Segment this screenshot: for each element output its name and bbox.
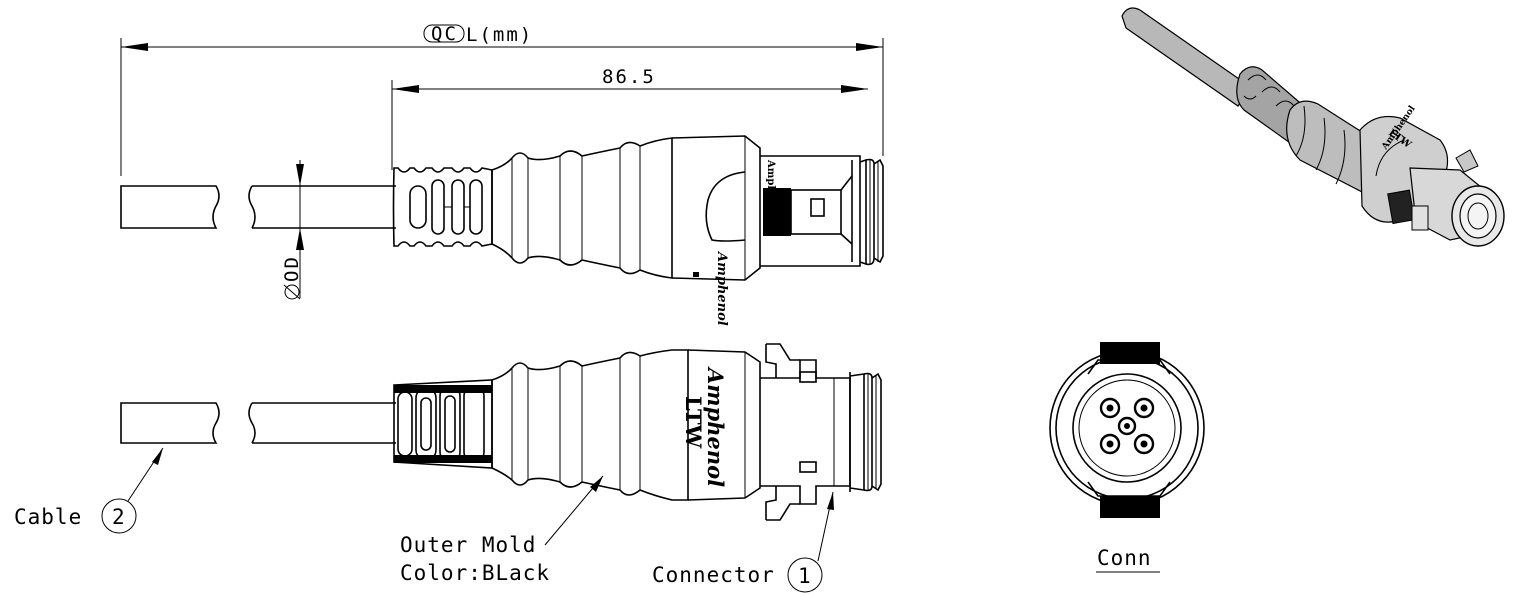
overall-length-dimension: QC L(mm)	[120, 23, 884, 176]
arrow-right-icon	[841, 85, 868, 93]
outer-mold-top: Amphenol	[491, 135, 761, 326]
strain-relief-bottom	[393, 379, 493, 469]
body-logo-series: LTW	[681, 396, 706, 449]
end-view-label: Conn	[1097, 546, 1152, 570]
qc-badge-text: QC	[431, 23, 458, 45]
connector-head-bottom	[760, 343, 882, 521]
body-logo-maker: Amphenol	[703, 366, 728, 487]
outer-mold-label-line1: Outer Mold	[400, 533, 536, 557]
strain-relief-top	[392, 167, 493, 247]
cable-balloon	[101, 498, 137, 534]
outer-mold-bottom: Amphenol LTW	[491, 349, 761, 501]
connector-callout-label: Connector	[652, 563, 775, 587]
overall-length-label: L(mm)	[466, 24, 533, 46]
od-label: OD	[281, 255, 303, 282]
outer-mold-label-line2: Color:BLack	[400, 561, 550, 585]
cable-top	[120, 185, 396, 229]
top-view: QC L(mm) 86.5 OD	[120, 23, 884, 326]
contact-pins	[1099, 397, 1155, 455]
od-dimension: OD	[281, 160, 304, 300]
outer-mold-callout: Outer Mold Color:BLack	[400, 475, 604, 585]
arrow-left-icon	[121, 43, 148, 51]
head-logo-top: Amphenol	[765, 159, 776, 217]
side-logo-top: Amphenol	[714, 250, 729, 326]
arrow-icon	[827, 492, 834, 510]
qc-badge: QC	[423, 23, 465, 45]
cable-callout: Cable 2	[14, 447, 164, 534]
cable-balloon-number: 2	[112, 505, 126, 529]
cable-bottom	[120, 402, 396, 444]
connector-balloon	[787, 557, 823, 593]
connector-balloon-number: 1	[798, 564, 812, 588]
connector-length-value: 86.5	[602, 66, 656, 88]
connector-callout: Connector 1	[652, 491, 834, 593]
arrow-left-icon	[392, 85, 419, 93]
isometric-view: LTW Amphenol	[1121, 7, 1505, 247]
cable-callout-label: Cable	[14, 505, 82, 529]
connector-end-view: Conn	[1049, 342, 1205, 573]
arrow-right-icon	[856, 43, 883, 51]
connector-length-dimension: 86.5	[391, 66, 868, 170]
arrow-icon	[590, 476, 603, 492]
bottom-view: Amphenol LTW Cable 2 Outer Mold	[14, 343, 882, 593]
arrow-icon	[152, 448, 163, 465]
connector-head-top: Amphenol	[760, 155, 884, 267]
